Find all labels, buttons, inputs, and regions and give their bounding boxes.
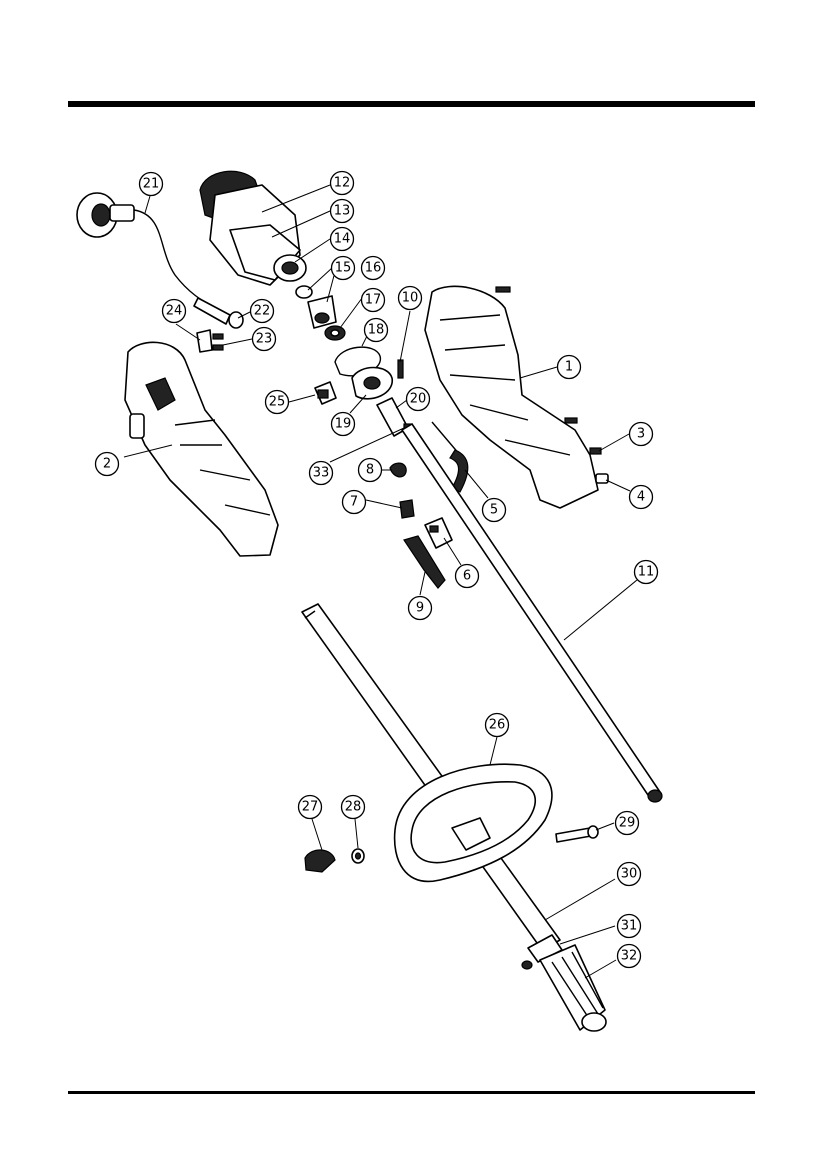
svg-text:22: 22 — [254, 304, 271, 319]
svg-text:2: 2 — [103, 457, 111, 472]
part-26-guard — [395, 764, 552, 881]
svg-text:13: 13 — [334, 204, 351, 219]
part-27-knob — [305, 850, 335, 872]
svg-text:18: 18 — [368, 323, 385, 338]
callout-24: 24 — [163, 300, 186, 323]
svg-text:9: 9 — [416, 601, 424, 616]
svg-text:29: 29 — [619, 816, 636, 831]
svg-text:32: 32 — [621, 949, 638, 964]
callout-31: 31 — [618, 915, 641, 938]
svg-text:23: 23 — [256, 332, 273, 347]
callout-12: 12 — [331, 172, 354, 195]
callout-1: 1 — [558, 356, 581, 379]
part-29-bolt — [556, 826, 598, 842]
part-2-left-housing — [125, 342, 278, 556]
svg-text:25: 25 — [269, 395, 286, 410]
part-16-pinion — [308, 296, 336, 328]
callout-14: 14 — [331, 228, 354, 251]
callout-8: 8 — [359, 459, 382, 482]
part-23-24-screws-clamp — [197, 330, 223, 352]
svg-text:12: 12 — [334, 176, 351, 191]
part-7-spring — [400, 500, 414, 518]
part-15-bearing — [296, 286, 312, 298]
svg-text:11: 11 — [638, 565, 655, 580]
svg-text:16: 16 — [365, 261, 382, 276]
svg-text:33: 33 — [313, 466, 330, 481]
part-17-washer — [325, 326, 345, 340]
svg-text:1: 1 — [565, 360, 573, 375]
callout-2: 2 — [96, 453, 119, 476]
callout-33: 33 — [310, 462, 333, 485]
svg-text:7: 7 — [350, 495, 358, 510]
callout-10: 10 — [399, 287, 422, 310]
part-4-nut — [596, 474, 608, 483]
svg-text:6: 6 — [463, 569, 471, 584]
svg-text:14: 14 — [334, 232, 351, 247]
callout-26: 26 — [486, 714, 509, 737]
callout-28: 28 — [342, 796, 365, 819]
part-28-washer — [352, 849, 364, 863]
part-22-terminal — [229, 312, 243, 328]
part-32-coupler-knob — [540, 945, 606, 1031]
callout-17: 17 — [362, 289, 385, 312]
svg-text:20: 20 — [410, 392, 427, 407]
callout-3: 3 — [630, 423, 653, 446]
part-1-right-housing — [425, 286, 598, 508]
callout-11: 11 — [635, 561, 658, 584]
callout-15: 15 — [332, 257, 355, 280]
svg-text:19: 19 — [335, 417, 352, 432]
callout-16: 16 — [362, 257, 385, 280]
callout-4: 4 — [630, 486, 653, 509]
callout-13: 13 — [331, 200, 354, 223]
callout-32: 32 — [618, 945, 641, 968]
svg-text:3: 3 — [637, 427, 645, 442]
callout-19: 19 — [332, 413, 355, 436]
svg-text:21: 21 — [143, 177, 160, 192]
svg-text:26: 26 — [489, 718, 506, 733]
callout-29: 29 — [616, 812, 639, 835]
svg-text:24: 24 — [166, 304, 183, 319]
callout-6: 6 — [456, 565, 479, 588]
callout-23: 23 — [253, 328, 276, 351]
svg-text:10: 10 — [402, 291, 419, 306]
svg-text:15: 15 — [335, 261, 352, 276]
part-11-drive-shaft — [402, 424, 662, 802]
callout-5: 5 — [483, 499, 506, 522]
callout-30: 30 — [618, 863, 641, 886]
svg-text:28: 28 — [345, 800, 362, 815]
part-10-screw — [398, 360, 403, 378]
callout-27: 27 — [299, 796, 322, 819]
callout-21: 21 — [140, 173, 163, 196]
part-12-14-motor — [200, 171, 306, 285]
part-8-spring — [390, 463, 406, 477]
callout-18: 18 — [365, 319, 388, 342]
svg-text:17: 17 — [365, 293, 382, 308]
part-19-gear-cover — [352, 368, 392, 399]
svg-text:4: 4 — [637, 490, 645, 505]
svg-text:27: 27 — [302, 800, 319, 815]
callouts: 21 12 13 14 15 16 17 18 22 23 24 25 19 2… — [96, 172, 658, 968]
callout-7: 7 — [343, 491, 366, 514]
svg-text:8: 8 — [366, 463, 374, 478]
callout-20: 20 — [407, 388, 430, 411]
part-25-connector — [315, 382, 336, 404]
svg-text:31: 31 — [621, 919, 638, 934]
svg-text:5: 5 — [490, 503, 498, 518]
svg-text:30: 30 — [621, 867, 638, 882]
callout-9: 9 — [409, 597, 432, 620]
callout-25: 25 — [266, 391, 289, 414]
callout-22: 22 — [251, 300, 274, 323]
